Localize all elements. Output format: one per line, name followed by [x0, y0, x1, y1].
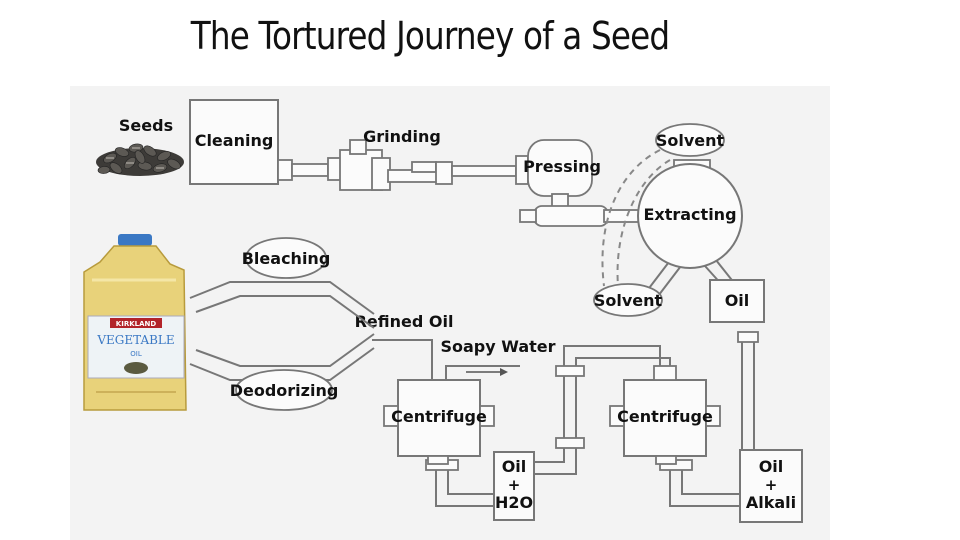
- oil-alkali-box: [739, 449, 803, 523]
- extracting-label: Extracting: [643, 205, 736, 224]
- deodorizing-oval: [235, 369, 333, 411]
- pressing-label: Pressing: [523, 157, 601, 176]
- pipe-to-oil-h2o: [530, 452, 577, 475]
- bleaching-oval: [245, 237, 327, 279]
- soapy-water-arrow: [466, 368, 508, 376]
- centrifuge-right-label: Centrifuge: [617, 407, 713, 426]
- oil-alkali-line1: Oil: [759, 457, 784, 476]
- seeds-image: [96, 143, 184, 176]
- oil-h2o-plus: +: [508, 476, 521, 494]
- pipe-flange: [277, 159, 293, 181]
- oil-h2o-line1: Oil: [502, 457, 527, 476]
- pipe-cleaning-grinding: [291, 163, 329, 177]
- bottle-product: VEGETABLE: [96, 333, 174, 347]
- pipe-refined-bleaching-inner: [195, 295, 375, 329]
- pipe-oil-alkali: [741, 342, 755, 452]
- solvent-bottom-oval: [593, 283, 663, 317]
- oil-label: Oil: [725, 291, 750, 310]
- solvent-flow-lines: [601, 149, 671, 287]
- oil-alkali-line2: Alkali: [746, 493, 796, 512]
- cleaning-label: Cleaning: [195, 131, 274, 150]
- pipe-refined-bleaching: [189, 281, 375, 315]
- pipe-h2o-centrifuge: [435, 470, 494, 507]
- centrifuge-left-label: Centrifuge: [391, 407, 487, 426]
- centrifuge-right-unit: [609, 365, 721, 465]
- seeds-label: Seeds: [119, 116, 173, 135]
- pipe-alkali-centrifuge: [669, 470, 740, 507]
- grinder-machine: [339, 139, 453, 191]
- pipe-centrifuge-refined: [372, 339, 520, 380]
- soapy-water-label: Soapy Water: [440, 337, 555, 356]
- pipe-flange: [737, 331, 759, 343]
- refined-oil-label: Refined Oil: [355, 312, 454, 331]
- bottle-sub: OIL: [130, 350, 142, 358]
- pipe-refined-deodorizing-inner: [195, 333, 375, 367]
- grinding-label: Grinding: [363, 127, 441, 146]
- solvent-top-oval: [655, 123, 725, 157]
- pipe-grinding-pressing: [451, 165, 517, 177]
- oil-h2o-line2: H2O: [495, 493, 533, 512]
- cleaning-box: [189, 99, 279, 185]
- oil-box: [709, 279, 765, 323]
- oil-h2o-box: [493, 451, 535, 521]
- deodorizing-label: Deodorizing: [230, 381, 339, 400]
- pipe-flange: [555, 365, 585, 377]
- bottle-brand: KIRKLAND: [116, 320, 157, 328]
- solvent-bottom-label: Solvent: [594, 291, 663, 310]
- press-machine: [519, 139, 645, 227]
- oil-alkali-plus: +: [765, 476, 778, 494]
- solvent-top-label: Solvent: [656, 131, 725, 150]
- pipe-flange: [555, 437, 585, 449]
- centrifuge-left-unit: [383, 379, 495, 465]
- pipe-centrifuge-connector: [563, 345, 671, 452]
- oil-bottle-image: KIRKLAND VEGETABLE OIL: [83, 234, 187, 411]
- bleaching-label: Bleaching: [242, 249, 331, 268]
- page-title: The Tortured Journey of a Seed: [190, 14, 670, 58]
